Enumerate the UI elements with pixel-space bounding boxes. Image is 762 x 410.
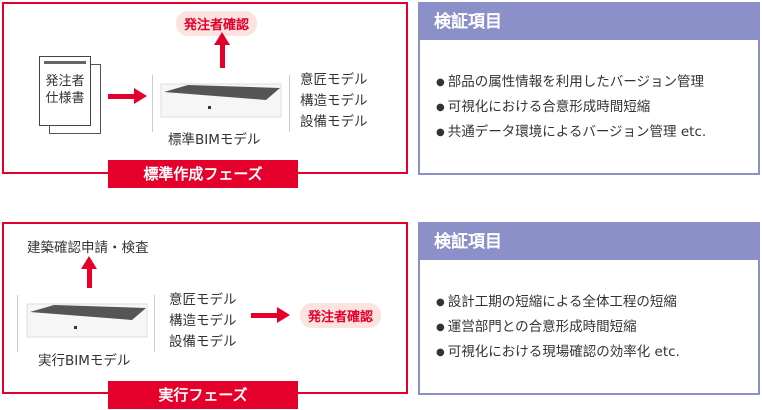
arrow-up	[214, 32, 230, 68]
arrow-up	[81, 256, 97, 288]
execution-bim-caption: 実行BIMモデル	[38, 353, 131, 369]
model-list: 意匠モデル 構造モデル 設備モデル	[169, 290, 237, 353]
model-item: 設備モデル	[169, 334, 237, 350]
model-item: 意匠モデル	[169, 292, 237, 308]
list-item: 共通データ環境によるバージョン管理 etc.	[436, 120, 758, 145]
divider	[152, 75, 153, 132]
building-model-icon	[160, 83, 282, 118]
model-item: 構造モデル	[300, 93, 368, 109]
panel-title: 検証項目	[420, 224, 758, 260]
arrow-right	[251, 307, 290, 323]
divider	[154, 295, 155, 352]
verification-panel-1: 検証項目 部品の属性情報を利用したバージョン管理 可視化における合意形成時間短縮…	[418, 2, 760, 175]
spec-document-icon: 発注者 仕様書	[39, 56, 91, 126]
arrow-right	[108, 88, 147, 104]
verification-panel-2: 検証項目 設計工期の短縮による全体工程の短縮 運営部門との合意形成時間短縮 可視…	[418, 222, 760, 395]
standard-bim-caption: 標準BIMモデル	[168, 132, 261, 148]
panel-title: 検証項目	[420, 4, 758, 40]
building-model-icon	[26, 303, 148, 338]
doc-label-2: 仕様書	[45, 91, 85, 106]
owner-confirm-badge: 発注者確認	[300, 303, 382, 328]
model-item: 設備モデル	[300, 114, 368, 130]
list-item: 設計工期の短縮による全体工程の短縮	[436, 290, 758, 315]
building-application-label: 建築確認申請・検査	[27, 240, 149, 256]
list-item: 可視化における合意形成時間短縮	[436, 95, 758, 120]
doc-label-1: 発注者	[45, 74, 85, 89]
list-item: 部品の属性情報を利用したバージョン管理	[436, 70, 758, 95]
owner-confirm-badge: 発注者確認	[176, 11, 258, 36]
model-list: 意匠モデル 構造モデル 設備モデル	[300, 70, 368, 133]
model-item: 意匠モデル	[300, 72, 368, 88]
execution-phase-label: 実行フェーズ	[108, 381, 298, 409]
standard-phase-label: 標準作成フェーズ	[108, 160, 298, 188]
list-item: 可視化における現場確認の効率化 etc.	[436, 340, 758, 365]
divider	[289, 75, 290, 132]
list-item: 運営部門との合意形成時間短縮	[436, 315, 758, 340]
divider	[17, 295, 18, 352]
model-item: 構造モデル	[169, 313, 237, 329]
